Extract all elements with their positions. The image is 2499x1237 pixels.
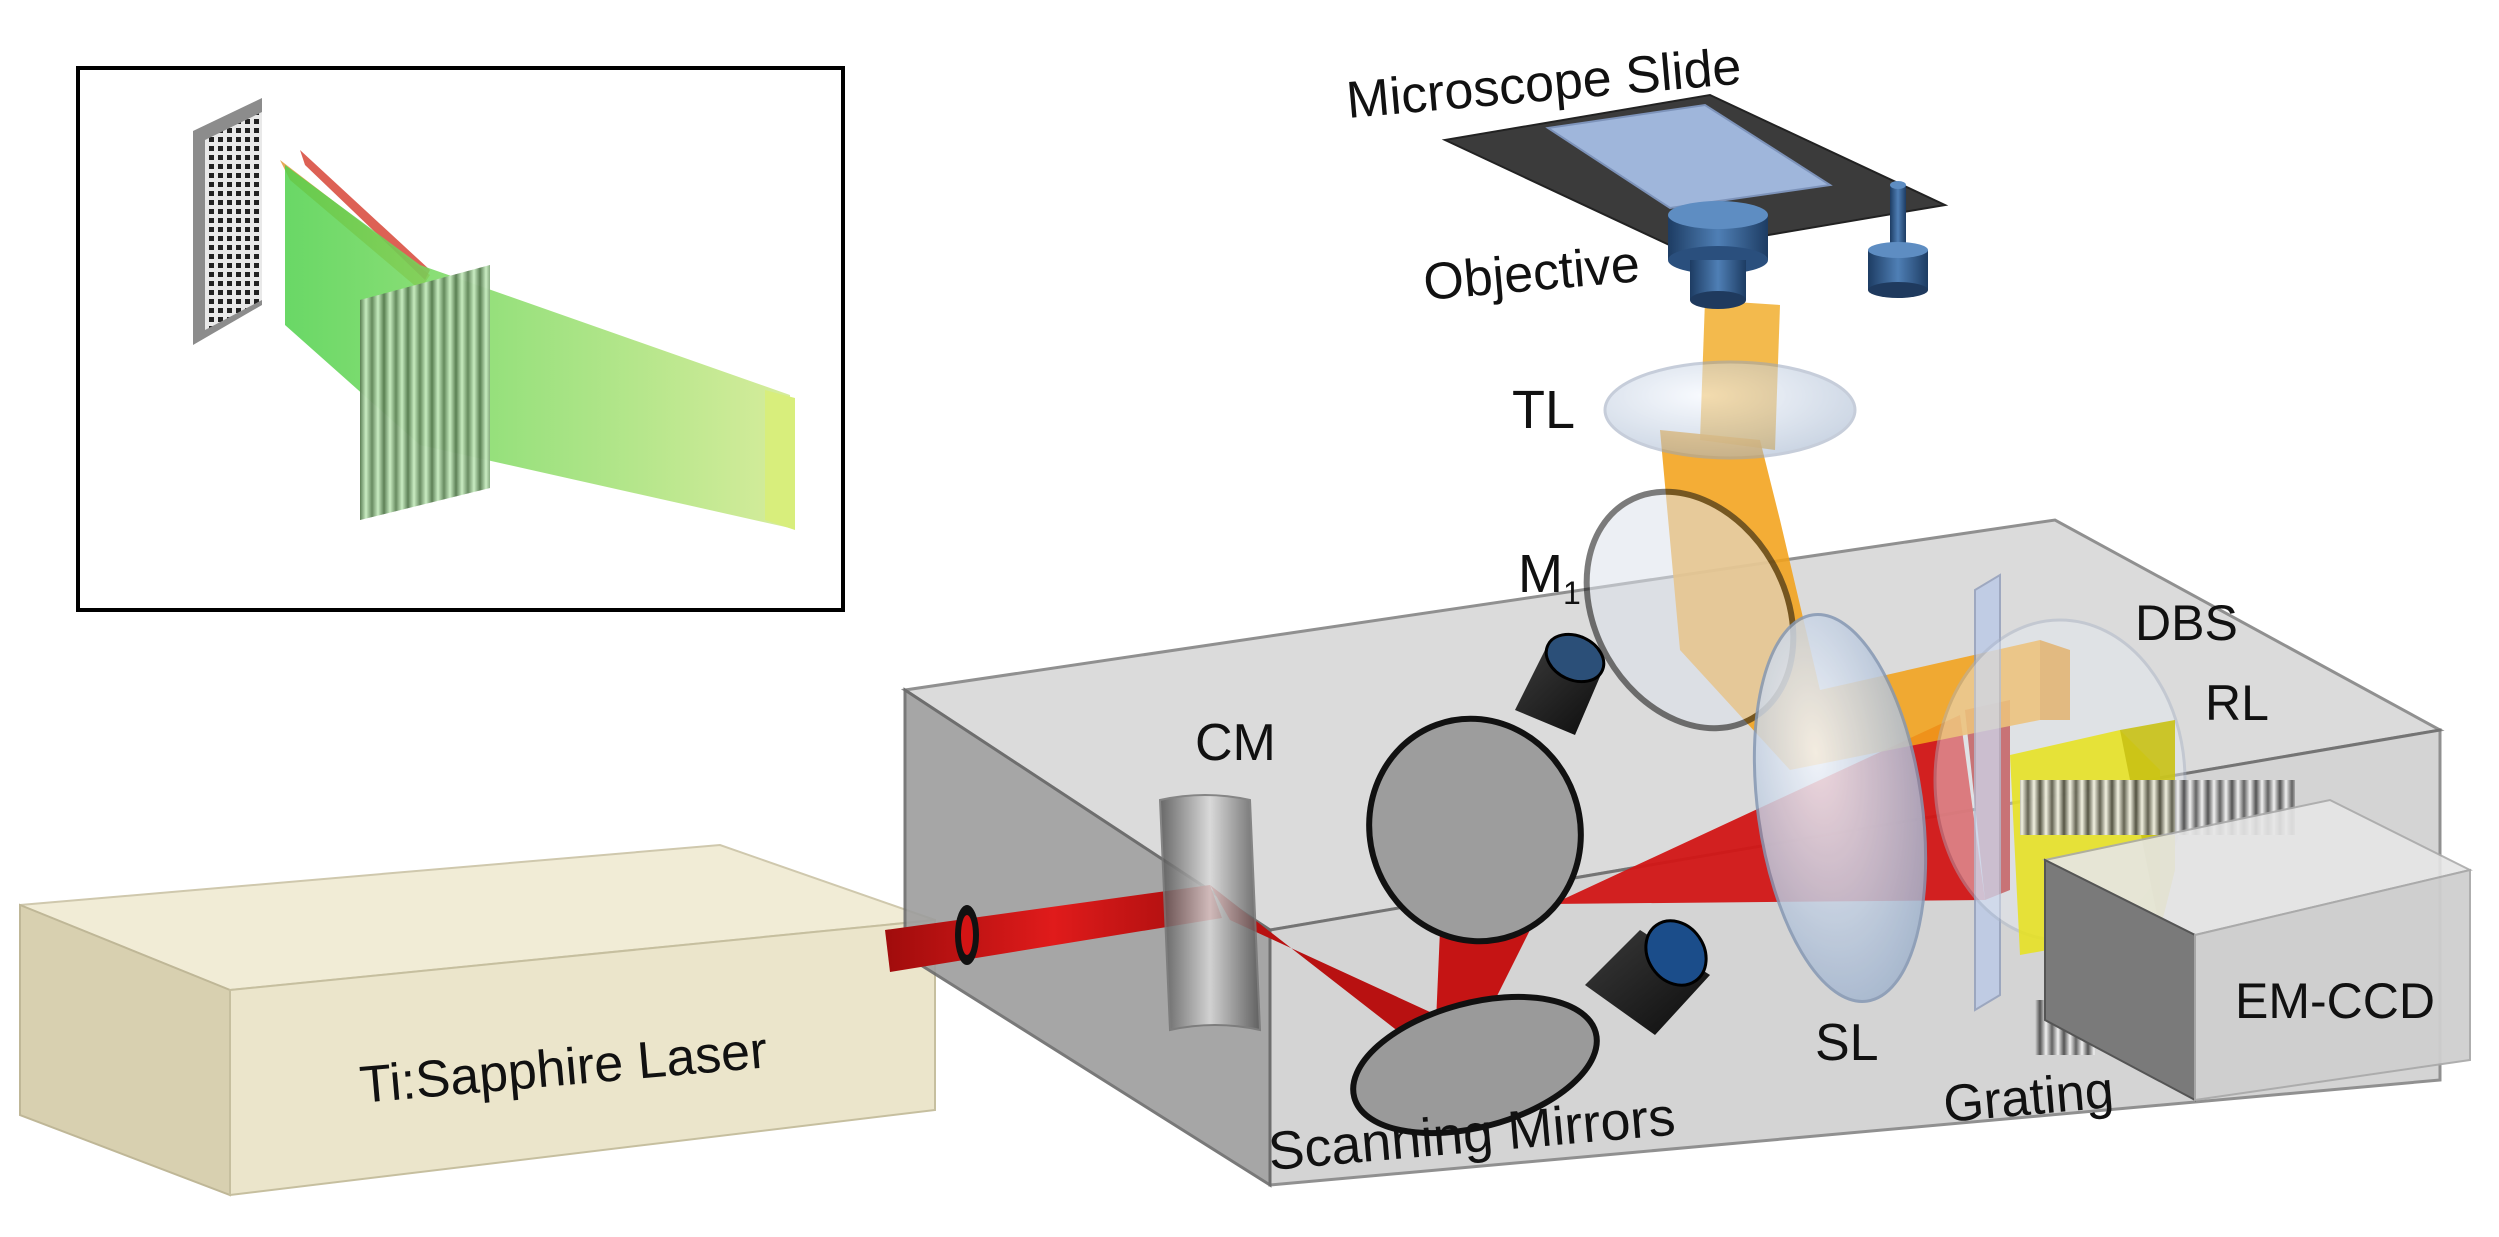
grating-stripes: Grating — [1941, 780, 2295, 1134]
tl-label: TL — [1512, 380, 1575, 440]
inset-green-beam — [285, 165, 790, 528]
dichroic-beam-splitter: DBS — [1974, 573, 2238, 1012]
microscope-stage: Microscope Slide — [1344, 38, 1949, 252]
em-ccd-camera: EM-CCD — [2041, 798, 2473, 1102]
inset-beam-end — [765, 390, 795, 530]
galvo-motor-2 — [1515, 632, 1606, 735]
scanning-mirror-2 — [1366, 715, 1584, 945]
inset-ray-red — [300, 150, 430, 280]
focus-knob — [1868, 181, 1928, 298]
em-ccd-label: EM-CCD — [2235, 973, 2435, 1029]
inset-striped-grating — [360, 265, 490, 520]
rl-label: RL — [2205, 675, 2269, 731]
ti-sapphire-laser: Ti:Sapphire Laser — [19, 843, 936, 1197]
inset-grid-screen — [205, 112, 262, 330]
laser-beam-to-scanner — [1210, 885, 1480, 1060]
objective-lens: Objective — [1421, 201, 1768, 312]
inset-panel — [76, 66, 845, 612]
curved-mirror: CM — [1158, 714, 1276, 1032]
dbs-label: DBS — [2135, 595, 2238, 651]
slide-glass — [1545, 103, 1833, 210]
objective-label: Objective — [1421, 235, 1642, 312]
sl-label: SL — [1815, 1014, 1879, 1072]
m1-label: M1 — [1518, 544, 1581, 611]
galvo-motor-1 — [1585, 919, 1710, 1035]
scanning-mirror-1 — [1350, 993, 1600, 1137]
scan-lens: SL — [1752, 613, 1928, 1072]
cm-label: CM — [1195, 714, 1276, 772]
m1-mirror: M1 — [1518, 488, 1797, 732]
tube-lens: TL — [1512, 360, 1857, 460]
